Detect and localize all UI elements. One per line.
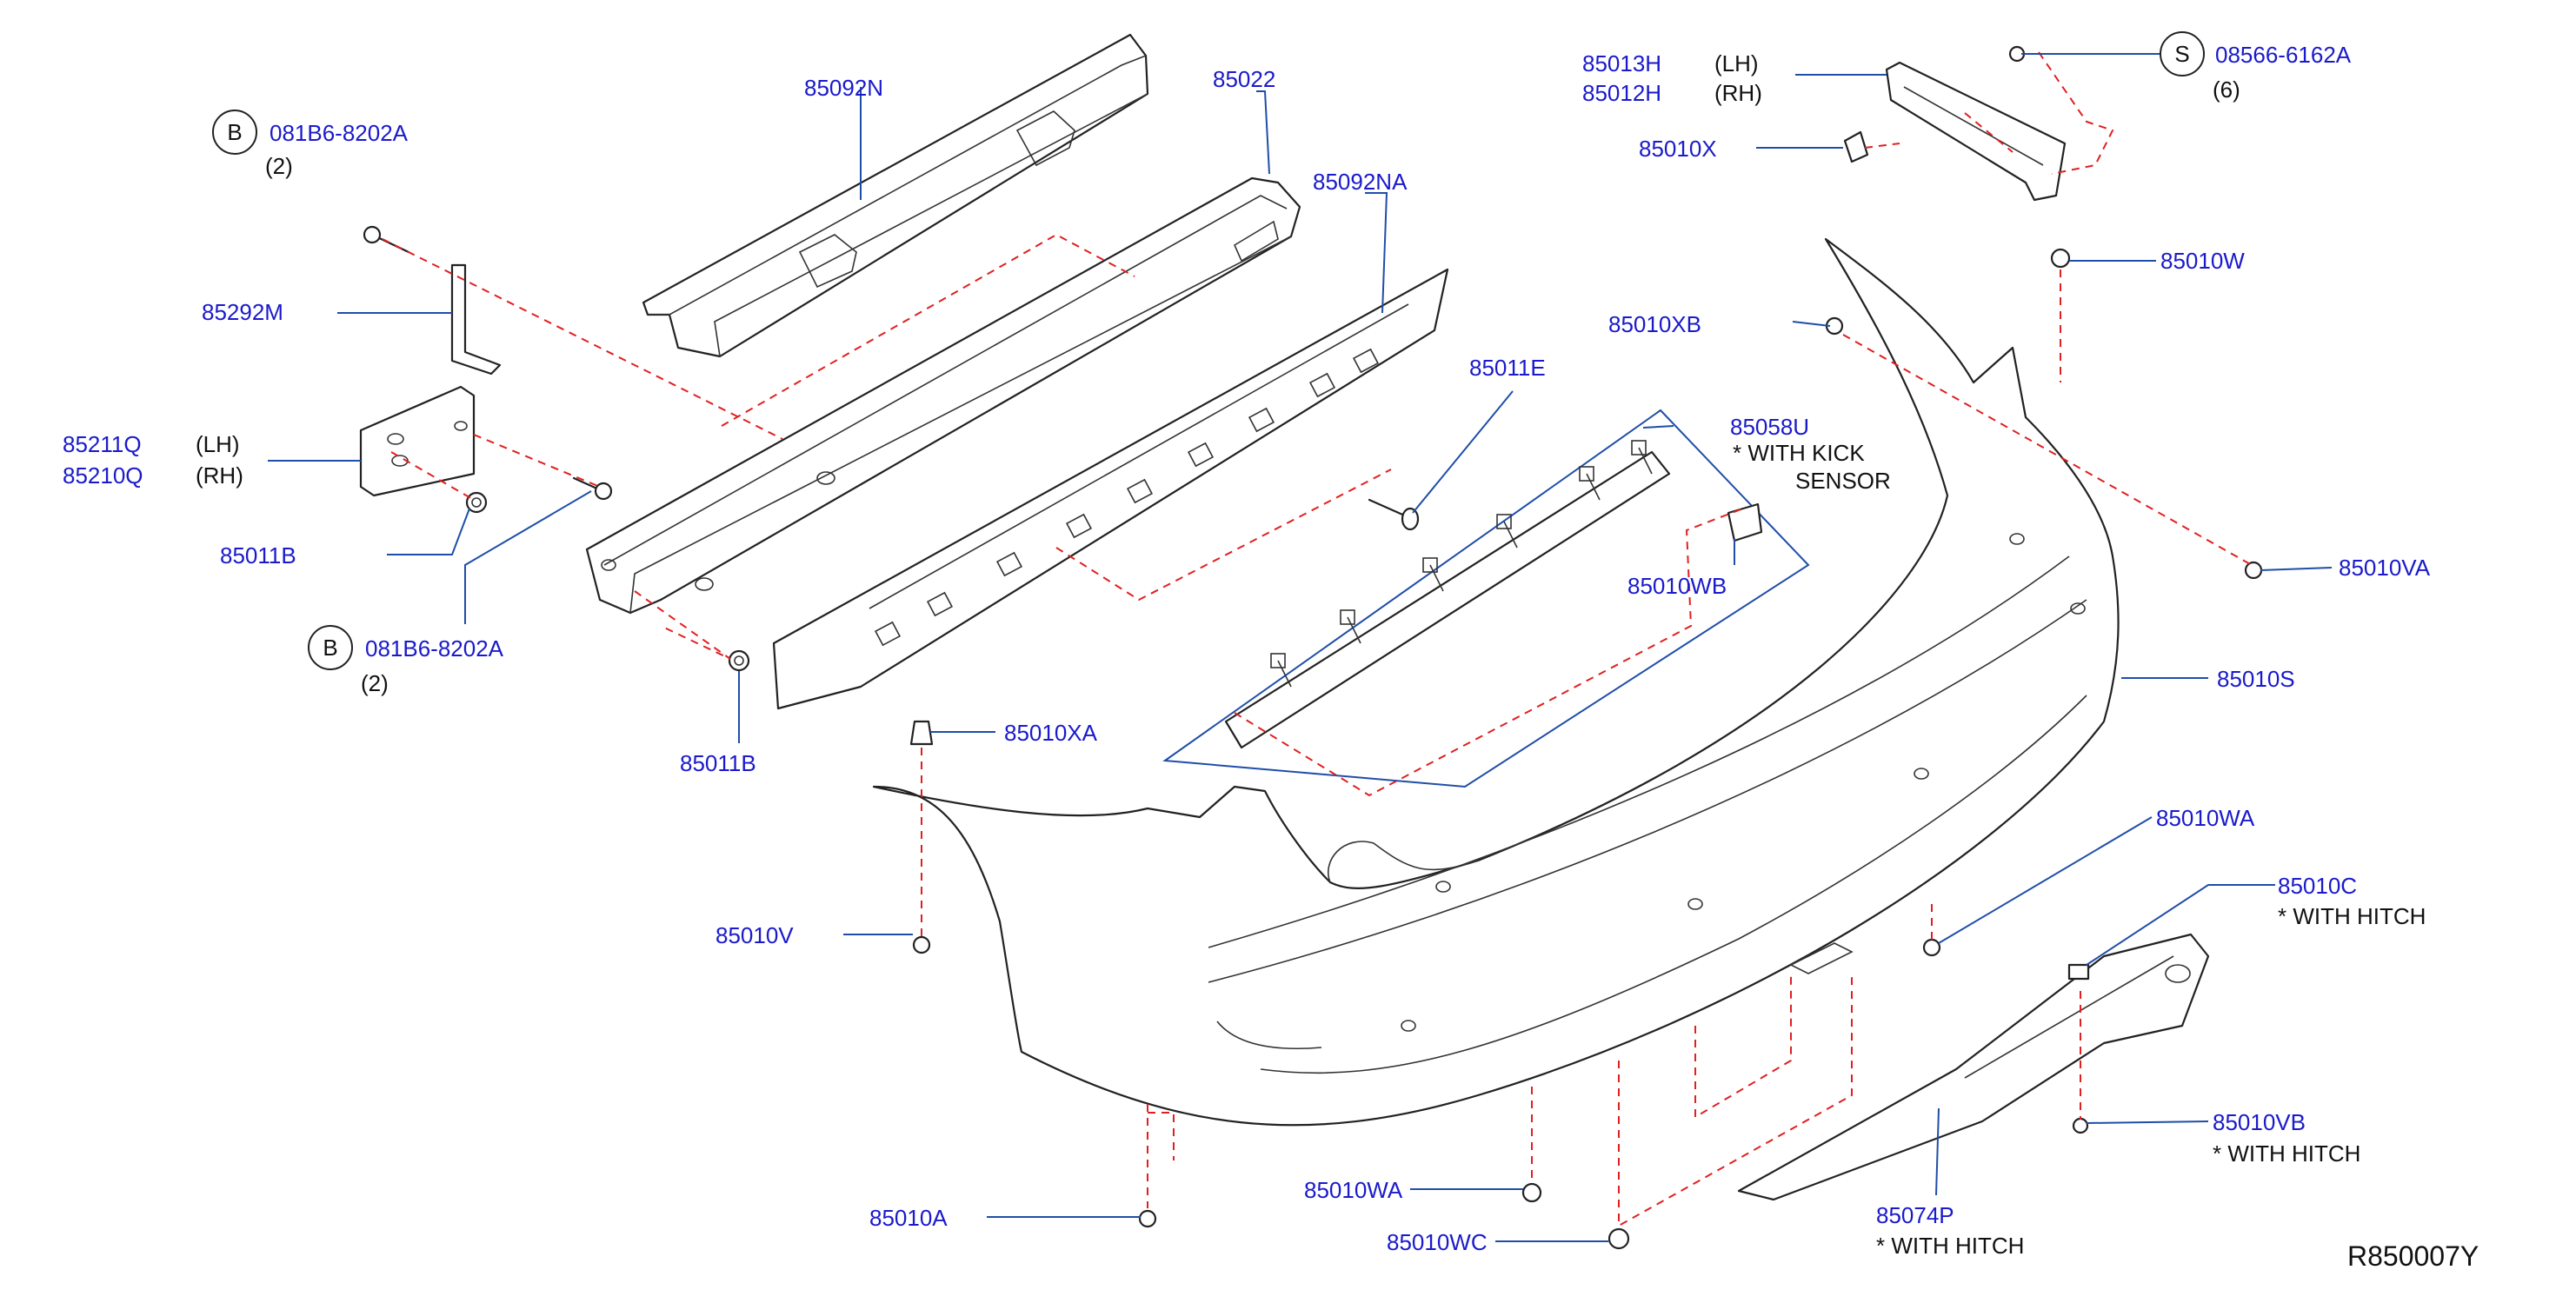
label-85010s[interactable]: 85010S: [2217, 666, 2295, 692]
nut-85011b-a: [465, 491, 488, 514]
svg-text:B: B: [227, 119, 242, 145]
clip-85010x: [1843, 130, 1869, 163]
energy-absorber-lower: [772, 268, 1449, 710]
assembly-lines: [382, 51, 2253, 1227]
label-85012h-side: (RH): [1714, 80, 1762, 106]
label-s-code[interactable]: 08566-6162A: [2215, 42, 2352, 68]
label-85210q[interactable]: 85210Q: [63, 462, 143, 489]
label-85022[interactable]: 85022: [1213, 66, 1275, 92]
label-85012h[interactable]: 85012H: [1582, 80, 1661, 106]
label-85074p[interactable]: 85074P: [1876, 1202, 1954, 1228]
label-85292m[interactable]: 85292M: [202, 299, 283, 325]
clip-85010wa-a: [1922, 938, 1941, 957]
clip-85010w: [2050, 248, 2071, 269]
note-85010vb: * WITH HITCH: [2213, 1140, 2360, 1167]
label-85058u[interactable]: 85058U: [1730, 414, 1809, 440]
svg-text:B: B: [323, 635, 337, 661]
screw-85010vb: [2072, 1117, 2089, 1134]
label-b-top-code[interactable]: 081B6-8202A: [270, 120, 409, 146]
callout-circle-b-bottom: B: [308, 625, 353, 670]
nut-85010c: [2067, 963, 2090, 981]
label-85092na[interactable]: 85092NA: [1313, 169, 1408, 195]
label-b-bottom-qty: (2): [361, 670, 389, 696]
diagram-reference-code: R850007Y: [2347, 1240, 2479, 1272]
callout-circle-s: S: [2160, 31, 2205, 76]
leader-lines: [268, 53, 2333, 1242]
label-85010xa[interactable]: 85010XA: [1004, 720, 1098, 746]
label-85010wa-b[interactable]: 85010WA: [1304, 1177, 1403, 1203]
clip-85010wb: [1727, 502, 1763, 542]
screw-85010va: [2244, 561, 2263, 580]
hitch-trim-85074p: [1737, 933, 2210, 1201]
note-85074p: * WITH HITCH: [1876, 1233, 2024, 1259]
label-85010v[interactable]: 85010V: [716, 922, 794, 948]
label-85010va[interactable]: 85010VA: [2339, 555, 2431, 581]
note-85058u-2: SENSOR: [1795, 468, 1891, 494]
label-85010a[interactable]: 85010A: [869, 1205, 948, 1231]
label-85010wa-a[interactable]: 85010WA: [2156, 805, 2255, 831]
label-85210q-side: (RH): [196, 462, 243, 489]
label-b-bottom-code[interactable]: 081B6-8202A: [365, 635, 504, 662]
bolt-b-bottom: [572, 476, 613, 501]
label-85211q-side: (LH): [196, 431, 240, 457]
label-b-top-qty: (2): [265, 153, 293, 179]
label-85013h-side: (LH): [1714, 50, 1759, 76]
note-85058u-1: * WITH KICK: [1733, 440, 1865, 466]
clip-85010wa-b: [1521, 1182, 1542, 1203]
clip-85010wc: [1608, 1227, 1630, 1250]
callout-circle-b-top: B: [212, 110, 257, 155]
side-bracket-85012h: [1885, 61, 2067, 202]
svg-text:S: S: [2174, 41, 2189, 67]
label-s-qty: (6): [2213, 76, 2240, 103]
clip-85010xa: [909, 720, 934, 746]
label-85010wc[interactable]: 85010WC: [1387, 1229, 1488, 1255]
label-85092n[interactable]: 85092N: [804, 75, 883, 101]
label-85010w[interactable]: 85010W: [2160, 248, 2245, 274]
side-bracket-85210q: [359, 385, 476, 497]
bolt-b-top: [363, 225, 410, 254]
nut-85011b-b: [728, 649, 750, 672]
kick-sensor-bracket-group: [1162, 409, 1810, 788]
clip-85011e: [1368, 498, 1420, 531]
label-85011b-a[interactable]: 85011B: [220, 542, 296, 569]
label-85010x[interactable]: 85010X: [1639, 136, 1717, 162]
part-labels: 85092N 85022 85092NA 85011E 85058U * WIT…: [63, 42, 2479, 1272]
label-85013h[interactable]: 85013H: [1582, 50, 1661, 76]
label-85010xb[interactable]: 85010XB: [1608, 311, 1701, 337]
screw-85010a: [1138, 1209, 1157, 1228]
label-85211q[interactable]: 85211Q: [63, 431, 142, 457]
bracket-85292m: [450, 263, 502, 376]
label-85011e[interactable]: 85011E: [1469, 355, 1546, 381]
label-85010wb[interactable]: 85010WB: [1627, 573, 1727, 599]
bumper-reinforcement-beam: [585, 176, 1301, 615]
label-85010vb[interactable]: 85010VB: [2213, 1109, 2306, 1135]
note-85010c: * WITH HITCH: [2278, 903, 2426, 929]
bumper-fascia: [872, 237, 2120, 1127]
energy-absorber-upper: [642, 33, 1149, 358]
label-85011b-b[interactable]: 85011B: [680, 750, 756, 776]
label-85010c[interactable]: 85010C: [2278, 873, 2357, 899]
screw-85010v: [912, 935, 931, 954]
